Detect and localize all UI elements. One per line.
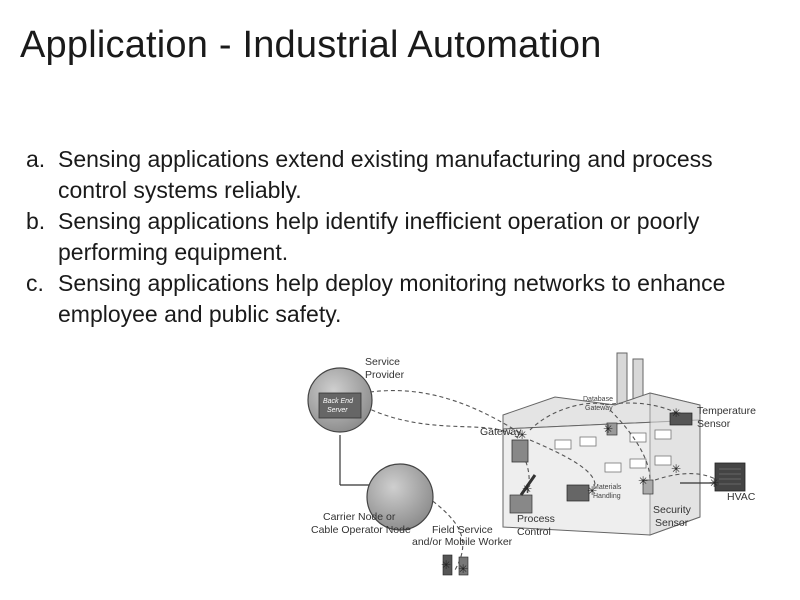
bullet-item: c. Sensing applications help deploy moni… [26,268,766,330]
database-gateway-label: Gateway [585,405,613,412]
sensor-burst-icon: ✳ [587,484,597,498]
database-gateway-device [606,422,618,436]
link-gateway-materials [529,439,596,486]
sensor-burst-icon: ✳ [709,476,719,490]
field-service-label: Field Service [432,524,493,536]
sensor-burst-icon: ✳ [603,422,613,436]
back-end-server-box [318,392,362,419]
factory-window [654,455,672,466]
mobile-device [442,554,453,576]
materials-handling-device [566,484,590,502]
bullet-marker: b. [26,208,46,234]
field-service-label: and/or Mobile Worker [412,536,513,548]
wireless-sensor-icons: ✳ ✳ ✳ ✳ ✳ ✳ ✳ ✳ ✳ ✳ [441,406,719,576]
link-security-hvac [654,473,718,481]
factory-window [629,458,647,469]
link-dbgateway-security [609,409,651,481]
factory-window [554,439,572,450]
factory-windows [554,429,672,473]
service-provider-label: Provider [365,369,405,381]
process-control-label: Control [517,526,551,538]
link-server-carrier [364,406,521,441]
bullet-list: a. Sensing applications extend existing … [26,144,766,330]
hvac-grille [719,468,741,485]
sensor-burst-icon: ✳ [441,558,451,572]
gateway-label: Gateway [480,426,522,438]
factory-window [579,436,597,447]
bullet-text: Sensing applications help identify ineff… [58,208,700,265]
service-provider-label: Service [365,356,400,368]
sensor-burst-icon: ✳ [522,482,532,496]
robot-base [509,494,533,514]
carrier-node-label: Carrier Node or [323,511,396,523]
sensor-burst-icon: ✳ [671,462,681,476]
sensor-burst-icon: ✳ [671,406,681,420]
materials-handling-label: Materials [593,484,622,491]
sensor-burst-icon: ✳ [638,474,648,488]
factory-window [629,432,647,443]
link-gateway-dbgateway [529,402,606,431]
industrial-network-diagram: Back End Server Service Provider Carrier… [307,352,756,576]
gateway-device [511,439,529,463]
bullet-marker: a. [26,146,46,172]
robot-arm [519,474,537,496]
bullet-marker: c. [26,270,44,296]
database-gateway-label: Database [583,396,613,403]
sensor-burst-icon: ✳ [458,562,468,576]
bullet-item: a. Sensing applications extend existing … [26,144,766,206]
slide-title: Application - Industrial Automation [20,24,602,66]
security-sensor-device [642,479,654,495]
temperature-sensor-label: Temperature [697,405,756,417]
hvac-unit [714,462,746,492]
temperature-sensor-label: Sensor [697,418,731,430]
mobile-devices [442,554,469,576]
carrier-node [366,463,434,531]
bullet-text: Sensing applications help deploy monitor… [58,270,726,327]
security-sensor-label: Sensor [655,517,689,529]
link-dbgateway-temp [604,402,678,414]
factory-window [654,429,672,440]
mobile-device [458,556,469,576]
materials-handling-label: Handling [593,493,621,500]
back-end-server-label: Server [327,407,348,414]
bullet-item: b. Sensing applications help identify in… [26,206,766,268]
process-control-label: Process [517,513,555,525]
factory-window [604,462,622,473]
process-control-robot [509,474,537,514]
temperature-sensor-device [669,412,693,426]
security-sensor-label: Security [653,504,692,516]
link-server-gateway [362,390,521,434]
bullet-text: Sensing applications extend existing man… [58,146,713,203]
carrier-node-label: Cable Operator Node [311,524,411,536]
hvac-label: HVAC [727,491,756,503]
back-end-server-label: Back End [323,398,354,405]
sensor-burst-icon: ✳ [517,428,527,442]
